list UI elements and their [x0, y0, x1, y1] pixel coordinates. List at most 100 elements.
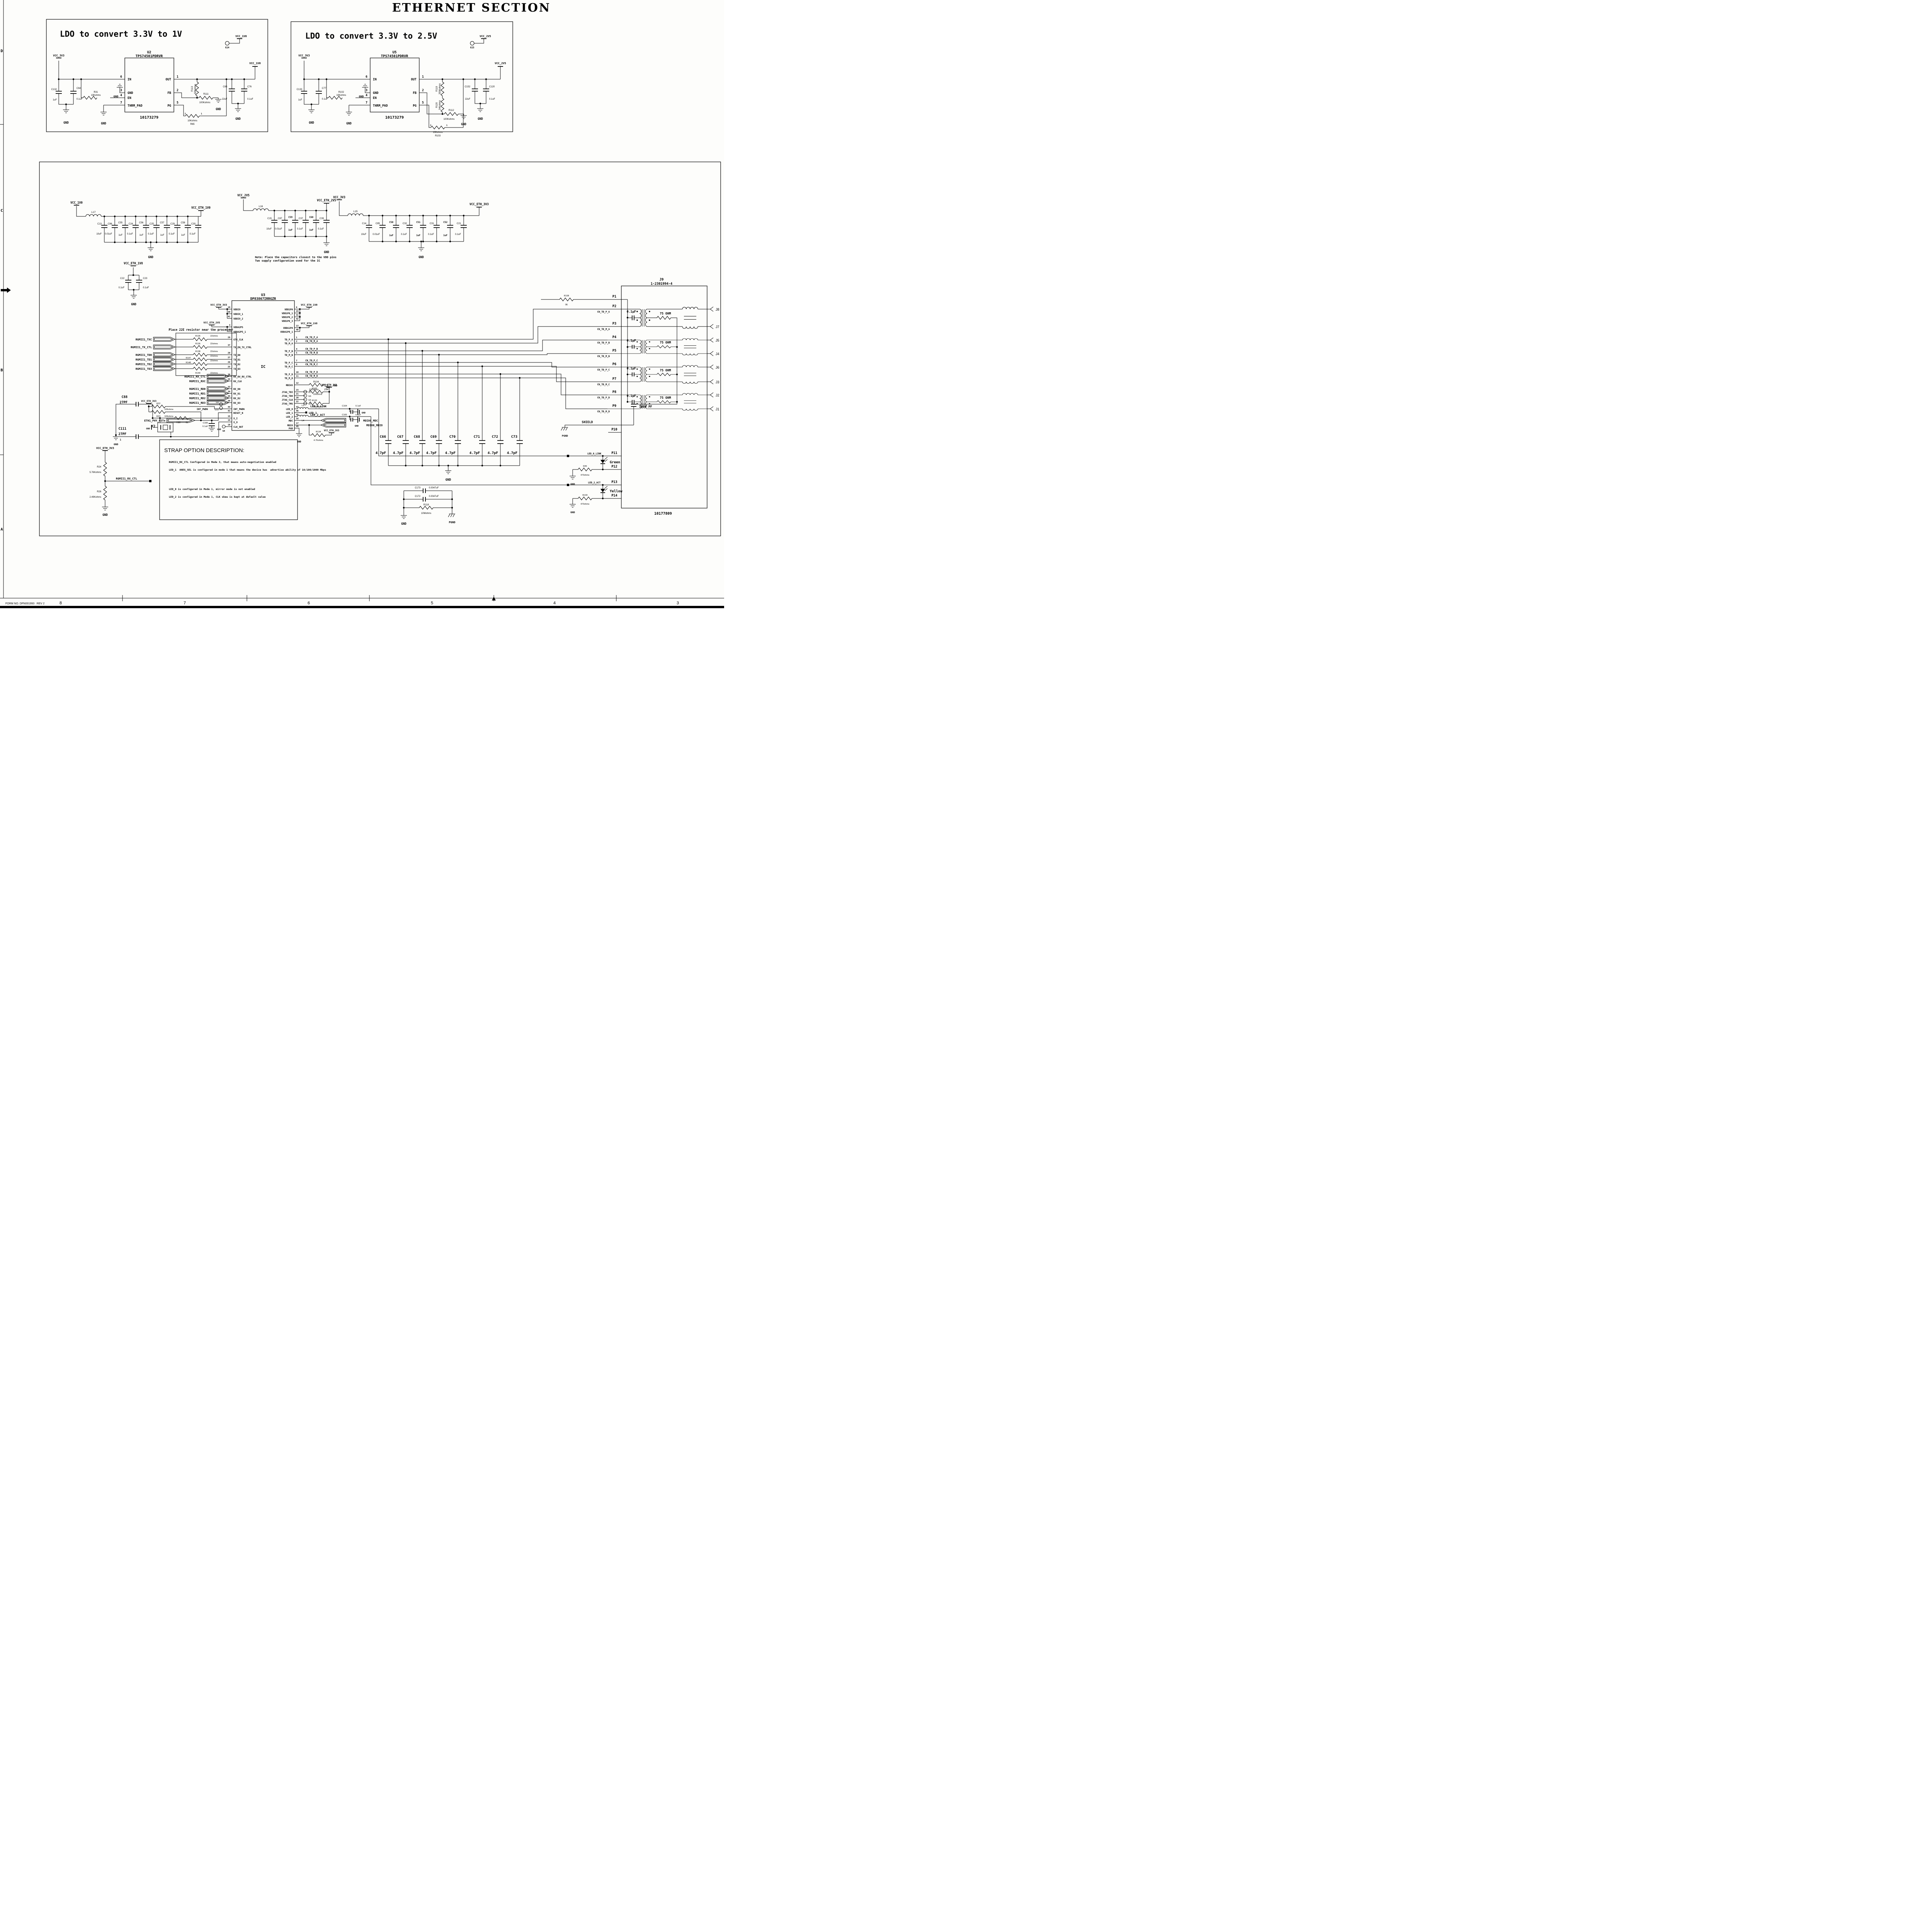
- val-label: 0.0047uF: [429, 495, 439, 498]
- net-label: VCC_ETH_1V0: [191, 206, 211, 209]
- net-label: VCC_2V5: [495, 62, 506, 65]
- ref-label: C56: [139, 222, 144, 224]
- j9-connector: J9 1-2301994-4 10177809 R108 0E P1 P2 P3…: [541, 278, 719, 516]
- val-label: 22ohms: [210, 343, 218, 345]
- r100-resistor: [578, 497, 592, 500]
- pin-number: 15: [228, 415, 230, 418]
- g8-label: G8: [223, 430, 225, 432]
- ref-label: C85: [376, 223, 380, 225]
- ldo1-cap-plates: [56, 88, 247, 94]
- bank3-plates: [366, 225, 467, 228]
- pin-number: 6: [296, 306, 298, 309]
- gnd-label: GND: [359, 95, 364, 98]
- ref-label: R118: [423, 504, 429, 506]
- pin-label: X_O: [233, 421, 238, 424]
- v18-wires: [128, 267, 139, 295]
- tol-label: 1%: [324, 389, 328, 391]
- bottom-bar: [0, 606, 724, 608]
- ref-label: C52: [443, 221, 447, 224]
- transformer-c: [607, 366, 707, 384]
- led1-terminal: [305, 412, 307, 413]
- pin-label: EN: [128, 96, 131, 100]
- pin-number: 21: [296, 393, 299, 395]
- net-label: CN_TD_P_C: [597, 369, 610, 371]
- phy-right-nets: VCC_ETH_1V0 VCC_ETH_1V8 CN_TD_P_A CN_TD_…: [294, 303, 621, 485]
- val-label: 82Kohms: [194, 84, 197, 94]
- ref-label: C13: [97, 223, 102, 225]
- pin-number: 34: [228, 391, 230, 393]
- port-rgmii1-rd1: [207, 391, 229, 396]
- val-label: 27PF: [119, 432, 126, 436]
- val-label: 75 OHM: [660, 396, 671, 400]
- gnd-icon: [569, 504, 576, 508]
- val-label: 470ohms: [581, 503, 590, 505]
- pin-number: 42: [296, 318, 299, 320]
- pin-number: 5: [296, 352, 297, 354]
- ldo1-ic-body: [124, 58, 174, 112]
- val-label: 1uF: [389, 234, 393, 237]
- gnd-label: GND: [362, 412, 366, 414]
- pin-label: VDD1P0_2: [282, 316, 293, 319]
- col-number: 5: [431, 601, 433, 605]
- net-label: RGMII1_RX_CTL: [116, 477, 137, 480]
- val-label: 1uF: [139, 234, 144, 236]
- val-label: 100Kohms: [199, 102, 211, 104]
- pin-number: 23: [296, 389, 299, 391]
- val-label: 0.1uF: [77, 98, 83, 100]
- pin-label: RX_CLK: [233, 380, 242, 383]
- ldo1-wires: [58, 39, 255, 116]
- j9-junctions: [626, 316, 678, 403]
- col-number: 3: [677, 601, 679, 605]
- ref-label: C87: [278, 218, 282, 220]
- col-number: 6: [308, 601, 310, 605]
- net-label: VCC_ETH_3V3: [469, 202, 489, 206]
- val-label: 0.1uF: [401, 233, 407, 236]
- ref-label: C111: [119, 427, 126, 431]
- pin-number: 24: [296, 310, 299, 313]
- frame-lines: [0, 0, 724, 601]
- pin-label: TD_M_D: [284, 377, 293, 380]
- pin-label: RX_D0: [233, 388, 240, 391]
- gnd-label: GND: [114, 443, 118, 446]
- pin-label: OUT: [166, 78, 172, 81]
- r138-resistor: [193, 353, 207, 357]
- ref-label: C15: [267, 218, 272, 220]
- net-label: RGMII1_TXC: [136, 338, 152, 341]
- val-label: 470ohms: [581, 474, 590, 476]
- pin-number: 49: [296, 425, 299, 428]
- net-label: CN_TD_P_B: [305, 348, 318, 350]
- ref-label: C39: [320, 218, 324, 220]
- schematic-sheet: D C B A 8 7 6 5 4 3 FORM NO. DPN001993 R…: [0, 0, 724, 608]
- net-label: CN_TD_M_D: [305, 375, 318, 378]
- pin-number: 22: [296, 401, 299, 403]
- pin-label: VDDA2P5: [233, 326, 243, 329]
- ref-label: R100: [582, 494, 587, 497]
- val-label: 10Kohms: [313, 406, 322, 408]
- pin-label: LED_1: [286, 412, 293, 415]
- pin-label: GTX_CLK: [233, 338, 243, 341]
- ref-label: C173: [415, 487, 421, 489]
- u3-partnum: DP83867IRRGZR: [250, 297, 276, 301]
- gnd-label: GND: [235, 117, 241, 121]
- net-label: VCC_1V0: [235, 35, 247, 38]
- net-label: RGMII1_TD0: [136, 354, 152, 357]
- r136-resistor: [193, 345, 207, 349]
- pin-number: 5: [177, 101, 179, 104]
- ref-label: C86: [108, 223, 112, 225]
- port-rgmii1-rd2: [207, 396, 229, 400]
- j9-leds: LED_0_LINK LED_2_ACT Green Yellow R35 47…: [567, 452, 622, 514]
- led-junctions: [602, 455, 604, 500]
- strap-line: RGMII1_RX_CTL Configured in Mode 3, that…: [169, 461, 276, 464]
- r103-resistor: [430, 126, 445, 129]
- pin-label: P2: [612, 304, 616, 308]
- r133-resistor: [309, 401, 323, 405]
- page-title: ETHERNET SECTION: [392, 1, 551, 15]
- ref-label: C22: [120, 277, 125, 280]
- ref-label: R30: [177, 422, 180, 424]
- r65-resistor: [185, 114, 200, 118]
- g6-terminal: [303, 394, 307, 398]
- g4-label: G4: [308, 403, 311, 405]
- pin-number: 2: [296, 340, 297, 343]
